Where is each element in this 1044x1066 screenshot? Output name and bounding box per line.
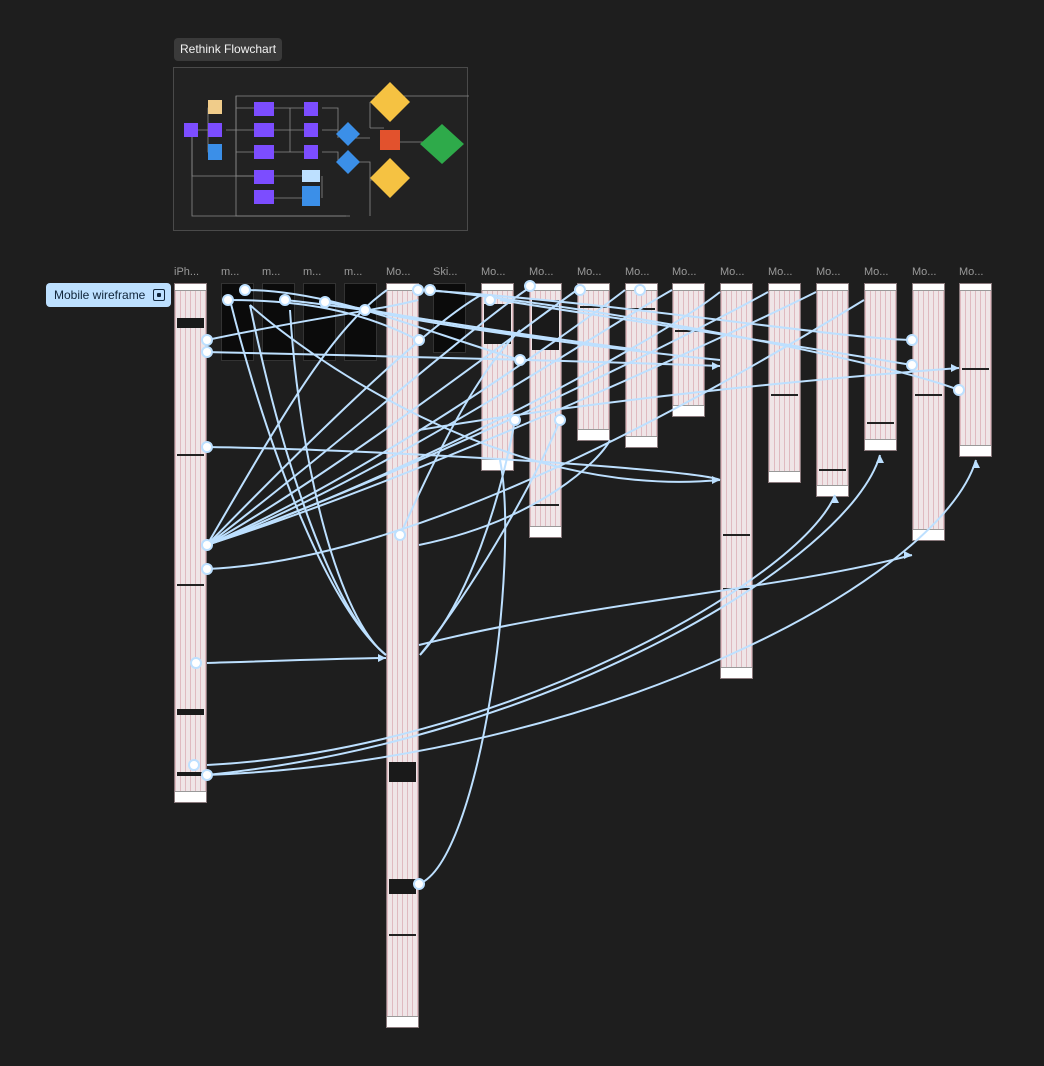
process-node [208, 123, 222, 137]
frame-icon [153, 289, 166, 301]
wireframe-frame[interactable] [174, 283, 207, 803]
frame-label[interactable]: m... [221, 266, 240, 278]
info-node [302, 186, 320, 206]
frame-label[interactable]: m... [344, 266, 363, 278]
flowchart-diagram [184, 82, 484, 217]
wireframe-frame[interactable] [816, 283, 849, 497]
wireframe-frame[interactable] [959, 283, 992, 457]
process-node [254, 190, 274, 204]
wireframe-frame-dark[interactable] [344, 283, 377, 361]
frame-label[interactable]: Mo... [529, 266, 554, 278]
frame-label[interactable]: Mo... [720, 266, 745, 278]
frame-label[interactable]: Mo... [672, 266, 697, 278]
process-node [254, 145, 274, 159]
process-node [304, 145, 318, 159]
decision-node [370, 158, 410, 198]
start-node [184, 123, 198, 137]
frame-label[interactable]: Mo... [625, 266, 650, 278]
frame-label[interactable]: m... [303, 266, 322, 278]
wireframe-frame[interactable] [672, 283, 705, 417]
frame-label[interactable]: iPh... [174, 266, 200, 278]
wireframe-frame[interactable] [912, 283, 945, 541]
decision-node [336, 122, 360, 146]
frame-label[interactable]: Mo... [912, 266, 937, 278]
frame-label[interactable]: Mo... [768, 266, 793, 278]
alert-node [380, 130, 400, 150]
process-node [254, 123, 274, 137]
frame-label[interactable]: Mo... [816, 266, 841, 278]
process-node [254, 170, 274, 184]
flowchart-section[interactable] [173, 67, 484, 231]
info-node [208, 144, 222, 160]
process-node [254, 102, 274, 116]
connector-lines [206, 287, 977, 885]
decision-node [336, 150, 360, 174]
section-label-text: Mobile wireframe [54, 288, 146, 302]
frame-label[interactable]: Mo... [577, 266, 602, 278]
wireframe-frame[interactable] [481, 283, 514, 471]
connector-handles [188, 280, 965, 890]
highlight-node [302, 170, 320, 182]
connector-arrows [378, 362, 980, 662]
mobile-wireframe-section-label[interactable]: Mobile wireframe [46, 283, 172, 307]
end-node [420, 124, 464, 164]
wireframe-frame[interactable] [720, 283, 753, 679]
process-node [304, 102, 318, 116]
frame-label[interactable]: m... [262, 266, 281, 278]
frame-label[interactable]: Mo... [481, 266, 506, 278]
frame-label[interactable]: Mo... [959, 266, 984, 278]
frame-label[interactable]: Mo... [864, 266, 889, 278]
note-node [208, 100, 222, 114]
flowchart-section-title[interactable]: Rethink Flowchart [174, 38, 283, 61]
frame-label[interactable]: Mo... [386, 266, 411, 278]
wireframe-frame-dark[interactable] [262, 283, 295, 361]
decision-node [370, 82, 410, 122]
frame-label[interactable]: Ski... [433, 266, 458, 278]
process-node [304, 123, 318, 137]
